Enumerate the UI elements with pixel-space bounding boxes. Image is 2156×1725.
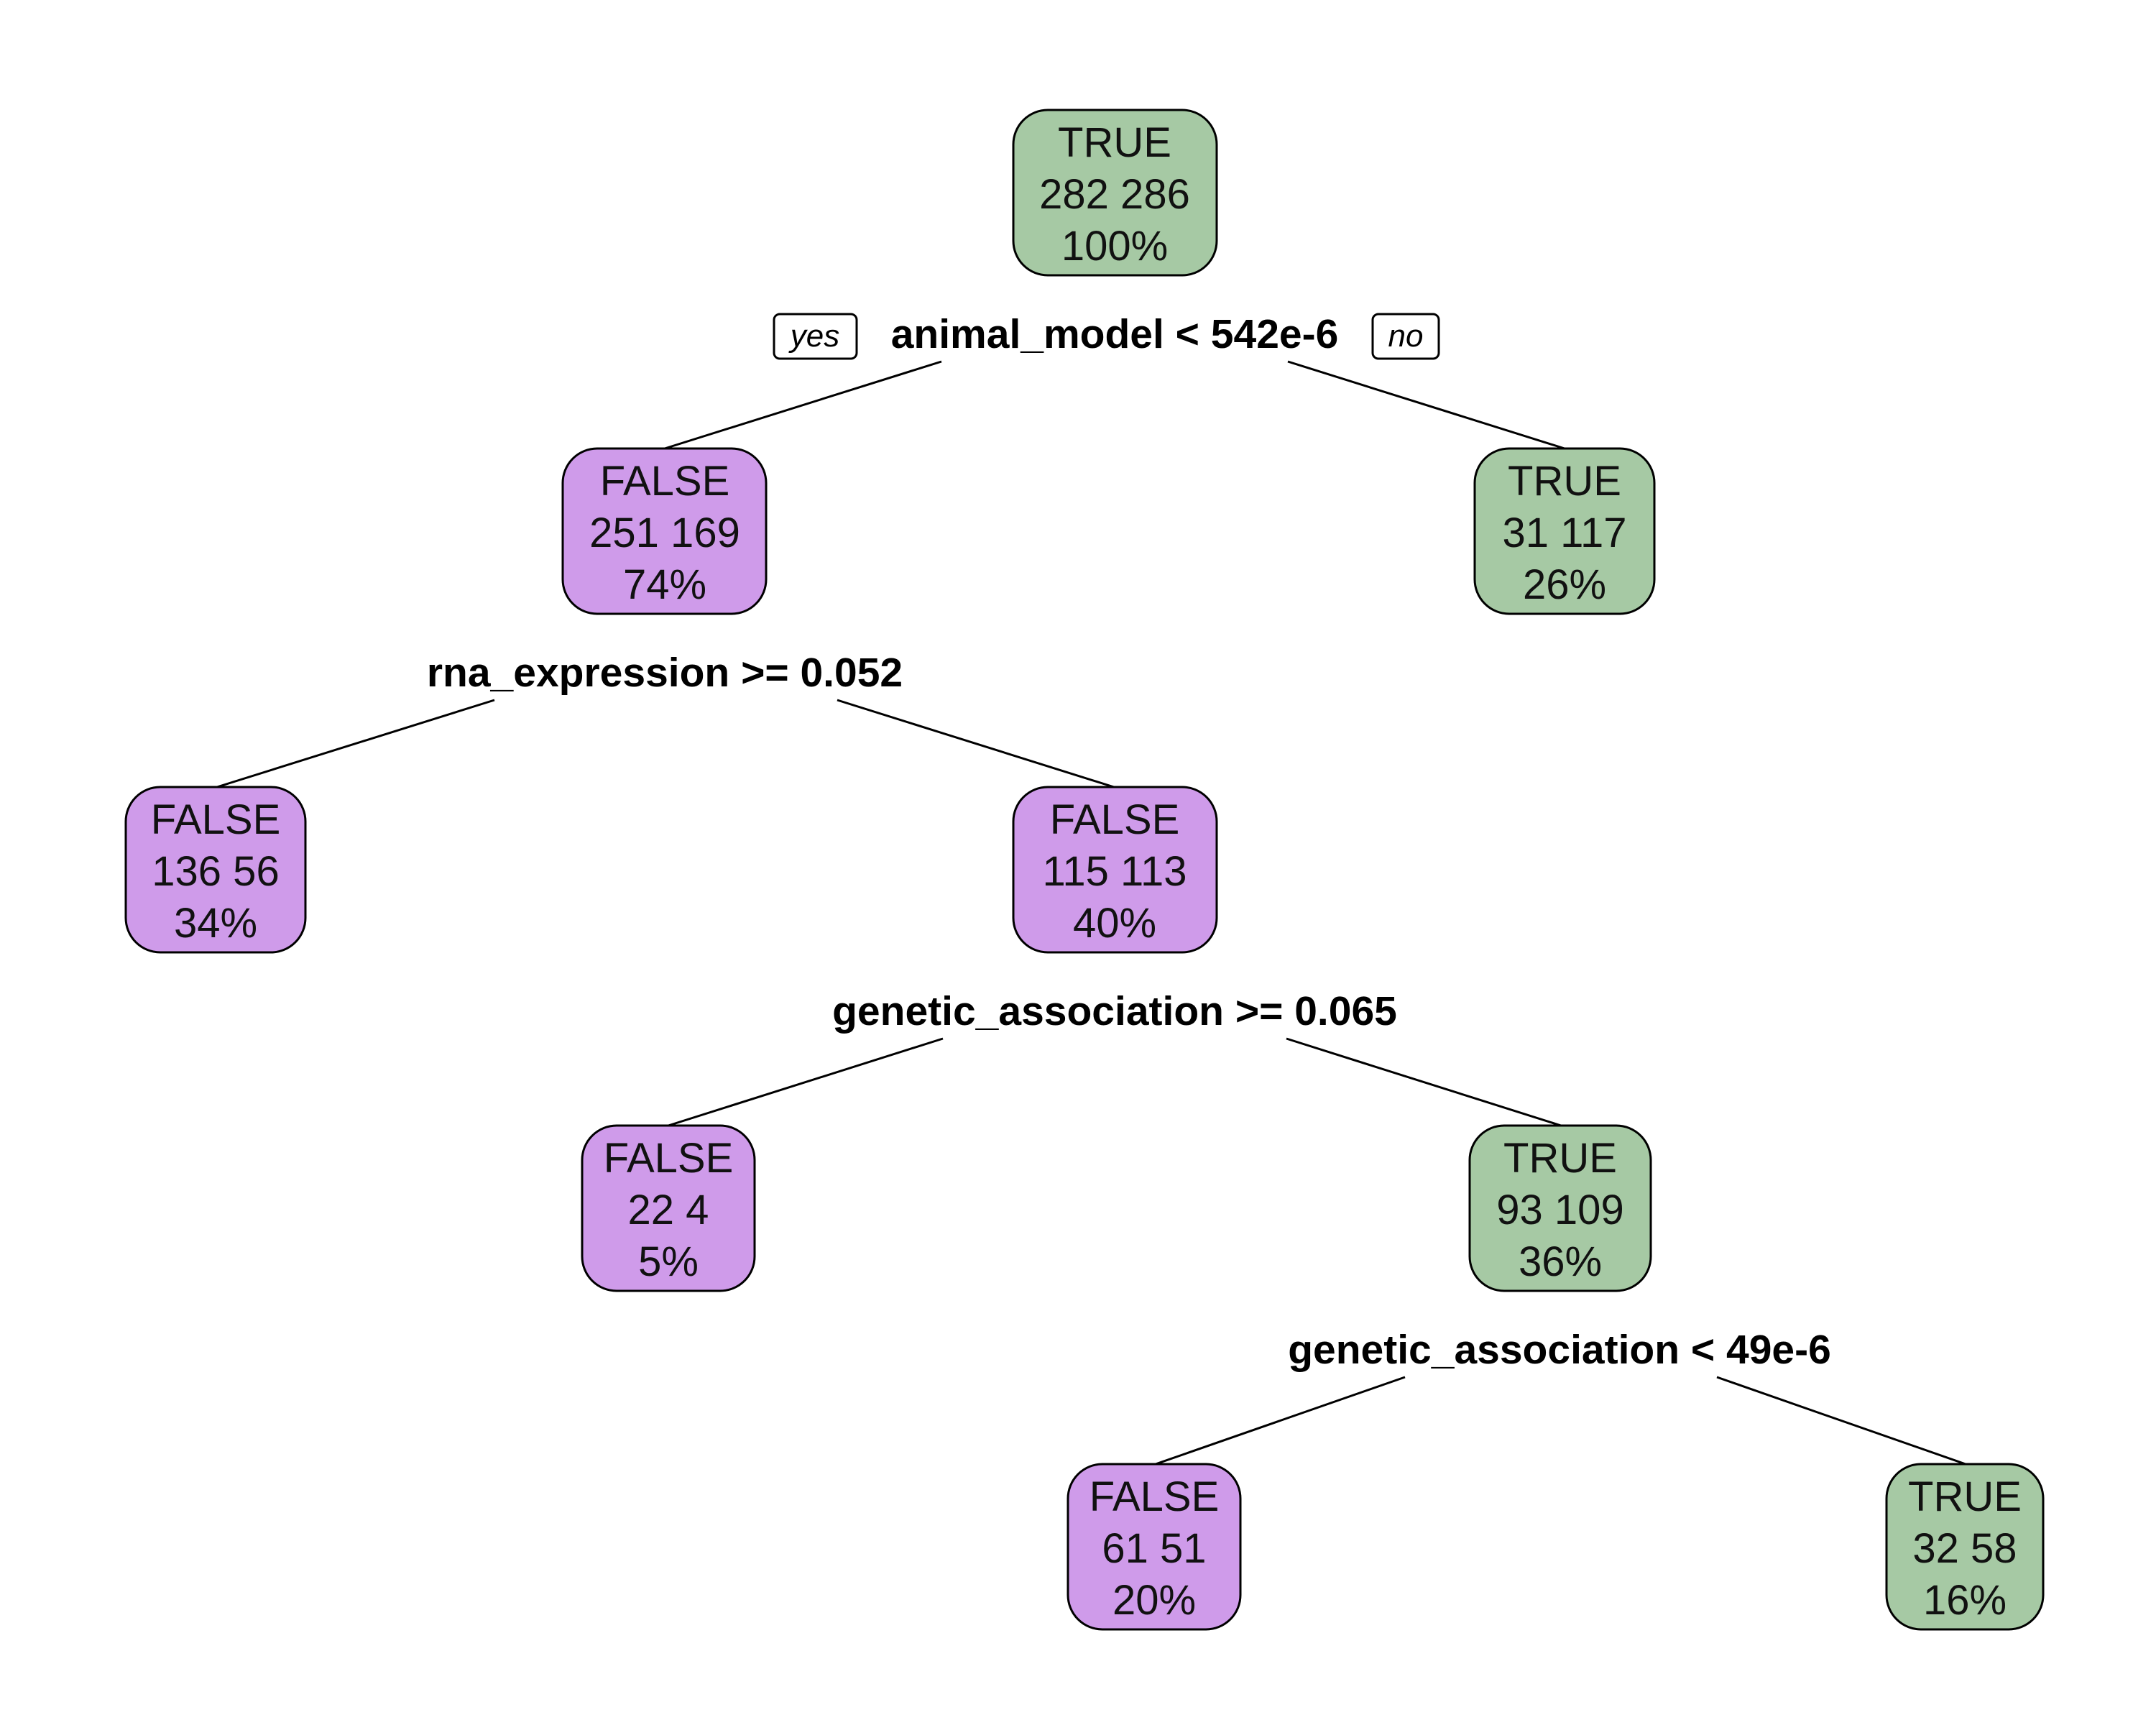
edge-n2-n5	[837, 699, 1115, 788]
node-n22-percent: 20%	[1112, 1577, 1196, 1624]
yes-tag: yes	[788, 318, 839, 354]
edge-n11-n22	[1155, 1376, 1406, 1466]
node-n10-label: FALSE	[604, 1135, 734, 1182]
node-n23: TRUE 32 58 16%	[1885, 1463, 2045, 1631]
no-tag: no	[1388, 318, 1424, 354]
node-n11: TRUE 93 109 36%	[1468, 1124, 1652, 1292]
node-n23-counts: 32 58	[1912, 1525, 2017, 1572]
node-root-percent: 100%	[1061, 223, 1168, 270]
edge-root-n3	[1287, 360, 1565, 450]
node-n22-counts: 61 51	[1102, 1525, 1206, 1572]
split-1: yes animal_model < 542e-6 no	[773, 311, 1440, 360]
node-n22-box	[1067, 1463, 1242, 1631]
edge-n5-n11	[1286, 1037, 1562, 1127]
node-n4-label: FALSE	[151, 796, 281, 843]
node-n5-percent: 40%	[1073, 900, 1156, 947]
node-n2-label: FALSE	[600, 458, 730, 505]
node-n4: FALSE 136 56 34%	[124, 786, 307, 954]
node-n3-counts: 31 117	[1502, 510, 1626, 556]
split-label-genetic-association-2: genetic_association < 49e-6	[1288, 1327, 1831, 1373]
edge-n2-n4	[216, 699, 495, 788]
node-n2-counts: 251 169	[589, 510, 740, 556]
node-n4-percent: 34%	[174, 900, 257, 947]
edge-n5-n10	[668, 1037, 944, 1127]
node-n5-box	[1012, 786, 1218, 954]
split-label-animal-model: animal_model < 542e-6	[891, 311, 1339, 357]
node-root: TRUE 282 286 100%	[1012, 109, 1218, 277]
no-tag-box	[1371, 313, 1440, 360]
node-root-label: TRUE	[1058, 119, 1171, 166]
node-n23-box	[1885, 1463, 2045, 1631]
node-root-box	[1012, 109, 1218, 277]
node-n4-counts: 136 56	[152, 848, 279, 895]
node-n22: FALSE 61 51 20%	[1067, 1463, 1242, 1631]
node-n3: TRUE 31 117 26%	[1473, 447, 1656, 615]
edge-root-n2	[664, 360, 942, 450]
node-n10-percent: 5%	[638, 1238, 699, 1285]
node-n11-label: TRUE	[1503, 1135, 1617, 1182]
node-n3-label: TRUE	[1508, 458, 1621, 505]
node-n23-label: TRUE	[1908, 1473, 2022, 1520]
node-n4-box	[124, 786, 307, 954]
node-n2-percent: 74%	[623, 561, 706, 608]
node-n23-percent: 16%	[1923, 1577, 2007, 1624]
tree-edges	[216, 360, 1966, 1466]
node-n22-label: FALSE	[1089, 1473, 1220, 1520]
node-n5: FALSE 115 113 40%	[1012, 786, 1218, 954]
node-root-counts: 282 286	[1039, 171, 1190, 218]
node-n3-percent: 26%	[1523, 561, 1606, 608]
node-n3-box	[1473, 447, 1656, 615]
edge-n11-n23	[1716, 1376, 1966, 1466]
node-n5-counts: 115 113	[1042, 848, 1187, 895]
node-n5-label: FALSE	[1050, 796, 1180, 843]
node-n2: FALSE 251 169 74%	[561, 447, 768, 615]
split-label-genetic-association-1: genetic_association >= 0.065	[832, 988, 1397, 1034]
node-n2-box	[561, 447, 768, 615]
node-n11-percent: 36%	[1519, 1238, 1602, 1285]
node-n10: FALSE 22 4 5%	[581, 1124, 756, 1292]
node-n11-counts: 93 109	[1496, 1187, 1623, 1233]
node-n11-box	[1468, 1124, 1652, 1292]
node-n10-box	[581, 1124, 756, 1292]
yes-tag-box	[773, 313, 858, 360]
split-label-rna-expression: rna_expression >= 0.052	[427, 650, 903, 696]
node-n10-counts: 22 4	[628, 1187, 709, 1233]
